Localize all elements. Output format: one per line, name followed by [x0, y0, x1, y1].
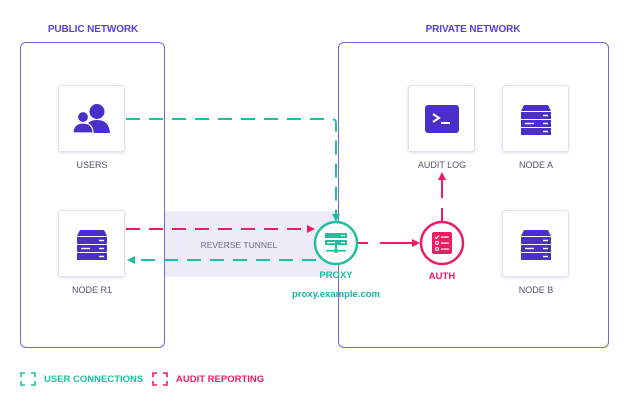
node-r1-card[interactable]: [58, 210, 125, 277]
audit-log-label: AUDIT LOG: [417, 160, 467, 170]
node-b-label: NODE B: [518, 285, 554, 295]
server-icon: [520, 229, 551, 260]
users-icon: [71, 103, 110, 134]
legend-audit-reporting-label: AUDIT REPORTING: [176, 373, 265, 385]
reverse-tunnel-band: [164, 211, 336, 277]
server-icon: [520, 104, 551, 135]
audit-reporting-swatch-icon: [152, 372, 168, 386]
terminal-icon: [424, 104, 459, 133]
public-network-box: [20, 42, 165, 348]
proxy-label: PROXY: [319, 270, 353, 281]
public-network-title: PUBLIC NETWORK: [47, 24, 139, 35]
private-network-title: PRIVATE NETWORK: [425, 24, 521, 35]
users-label: USERS: [76, 160, 108, 170]
node-a-card[interactable]: [502, 85, 569, 152]
node-b-card[interactable]: [502, 210, 569, 277]
legend-audit-reporting: AUDIT REPORTING: [152, 372, 264, 386]
auth-label: AUTH: [428, 271, 456, 282]
proxy-server-icon: [325, 233, 347, 253]
user-connections-swatch-icon: [20, 372, 36, 386]
auth-node[interactable]: [419, 220, 465, 266]
node-r1-label: NODE R1: [71, 285, 112, 295]
users-card[interactable]: [58, 85, 125, 152]
proxy-host-label: proxy.example.com: [291, 289, 380, 300]
checklist-icon: [432, 232, 452, 254]
legend-user-connections-label: USER CONNECTIONS: [44, 373, 144, 385]
users-to-proxy-connection: [126, 118, 340, 222]
private-network-box: [338, 42, 609, 348]
audit-log-card[interactable]: [408, 85, 475, 152]
legend-user-connections: USER CONNECTIONS: [20, 372, 143, 386]
node-a-label: NODE A: [518, 160, 553, 170]
reverse-tunnel-label: REVERSE TUNNEL: [200, 240, 278, 250]
server-icon: [76, 229, 107, 260]
proxy-node[interactable]: [313, 220, 359, 266]
